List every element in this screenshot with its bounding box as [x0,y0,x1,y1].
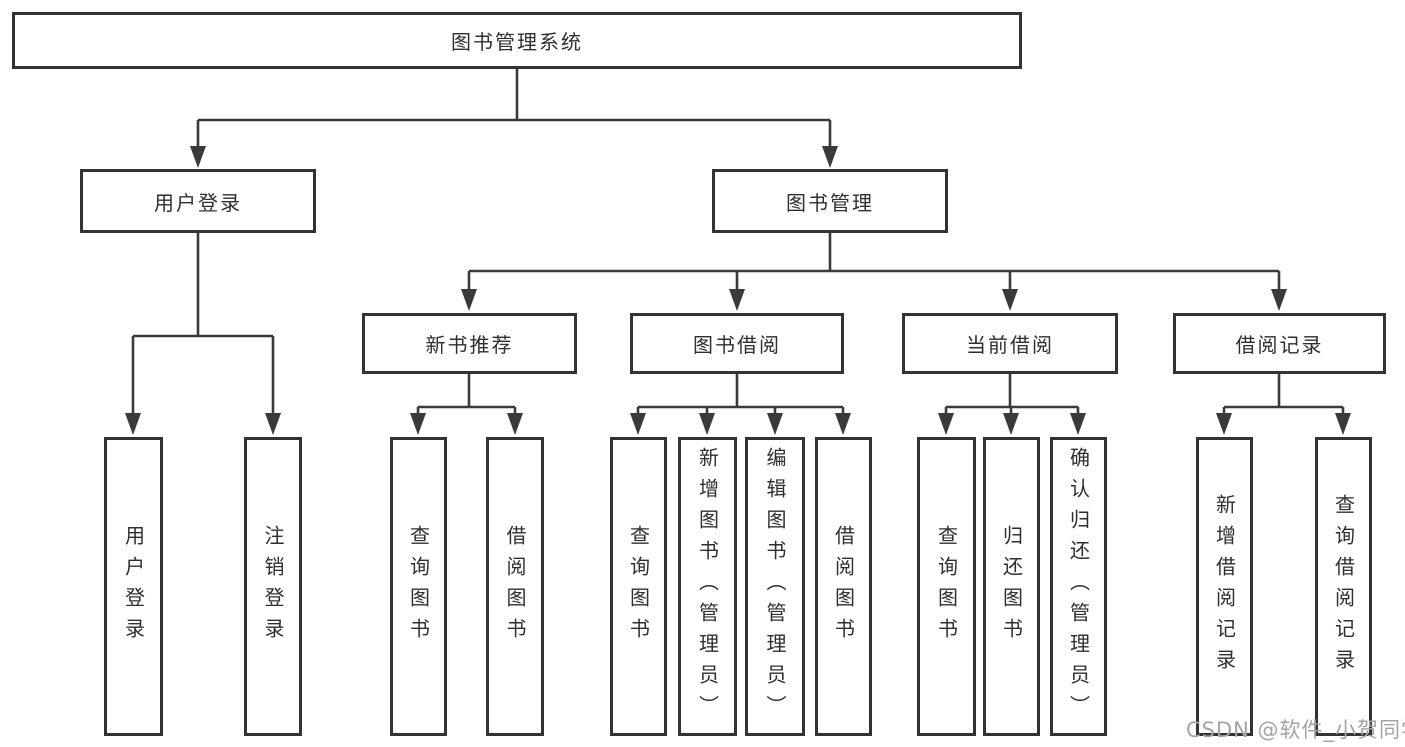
leaf-return-books: 归还图书 [983,437,1040,736]
arrowhead-icons [125,146,1351,435]
leaf-add-books-admin: 新增图书（管理员） [678,437,737,736]
leaf-query-books-borrowing: 查询图书 [610,437,667,736]
node-current-borrowing: 当前借阅 [902,313,1118,374]
leaf-logout-login: 注销登录 [244,437,302,736]
node-borrowing-records: 借阅记录 [1173,313,1386,374]
node-book-management: 图书管理 [712,169,948,233]
leaf-add-borrow-record: 新增借阅记录 [1196,437,1253,736]
leaf-query-books-current: 查询图书 [917,437,976,736]
node-book-borrowing: 图书借阅 [630,313,844,374]
leaf-user-login: 用户登录 [104,437,163,736]
leaf-edit-books-admin: 编辑图书（管理员） [745,437,805,736]
leaf-borrow-books-borrowing: 借阅图书 [815,437,872,736]
leaf-confirm-return-admin: 确认归还（管理员） [1050,437,1107,736]
node-library-system: 图书管理系统 [12,12,1022,69]
node-user-login: 用户登录 [80,169,316,233]
watermark: CSDN @软件_小贺同学 [1186,718,1405,742]
leaf-query-books-recommend: 查询图书 [390,437,447,736]
leaf-borrow-books-recommend: 借阅图书 [486,437,544,736]
node-new-book-recommendation: 新书推荐 [362,313,577,374]
leaf-query-borrow-record: 查询借阅记录 [1315,437,1372,736]
